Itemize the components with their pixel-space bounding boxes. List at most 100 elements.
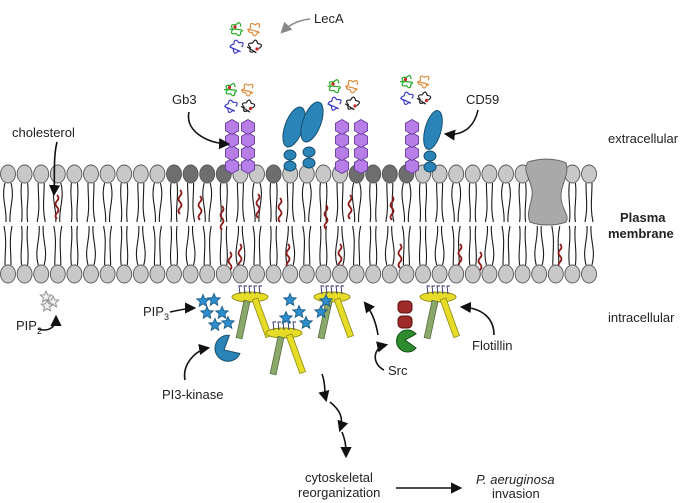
gb3-sugar-hexagon bbox=[241, 157, 255, 175]
lectin-binding-site bbox=[233, 25, 237, 29]
lipid-tail bbox=[142, 225, 146, 266]
pip3-star-icon bbox=[220, 315, 236, 330]
lectin-tetramer-icon bbox=[400, 74, 432, 106]
lipid-tail bbox=[191, 225, 196, 266]
cholesterol-squiggle bbox=[389, 195, 395, 221]
lipid-head bbox=[365, 164, 382, 184]
lipid-head bbox=[16, 264, 33, 284]
flotillin-icon bbox=[419, 285, 461, 340]
arrow-cascade-3 bbox=[340, 431, 352, 459]
pip3-star-icon bbox=[195, 293, 211, 308]
lipid-head bbox=[83, 164, 99, 184]
cytoskeletal-label-line1: cytoskeletal bbox=[305, 470, 373, 485]
lipid-tail bbox=[9, 182, 13, 223]
lipid-tail bbox=[126, 225, 129, 266]
gb3-sugar-hexagon bbox=[354, 131, 368, 149]
lipid-tail bbox=[292, 182, 295, 223]
flotillin-anchor bbox=[243, 285, 247, 295]
lipid-tail bbox=[341, 225, 345, 266]
lectin-loop bbox=[344, 79, 359, 94]
lipid-head bbox=[481, 164, 498, 184]
pip2-label: PIP2 bbox=[16, 318, 42, 336]
flotillin-anchor bbox=[325, 285, 329, 295]
lectin-loop bbox=[344, 96, 360, 111]
lipid-tail bbox=[391, 225, 395, 266]
leca-lectins bbox=[224, 22, 432, 114]
pip3-star-icon bbox=[214, 305, 230, 320]
pathogen-label-line2: invasion bbox=[492, 486, 540, 501]
lipid-tail bbox=[491, 182, 494, 223]
flotillin-stalk-yellow bbox=[439, 297, 461, 339]
lipid-tail bbox=[269, 182, 272, 223]
lipid-tail bbox=[53, 225, 56, 266]
flotillin-complexes bbox=[231, 285, 461, 376]
lipid-tail bbox=[43, 182, 46, 223]
lipid-tail bbox=[401, 182, 406, 223]
lipid-tail bbox=[441, 182, 445, 223]
lipid-tail bbox=[375, 225, 378, 266]
lipid-heads bbox=[0, 164, 597, 284]
pi3-kinase-pacman-icon bbox=[214, 334, 241, 362]
pip3-star-icon bbox=[278, 310, 294, 325]
lipid-tail bbox=[3, 182, 7, 223]
arrow-cascade-2 bbox=[329, 401, 349, 433]
lipid-tail bbox=[109, 225, 113, 266]
lipid-tail bbox=[435, 182, 438, 223]
lipid-tail bbox=[451, 225, 455, 266]
lipid-tail bbox=[341, 182, 345, 223]
lipid-tail bbox=[185, 225, 190, 266]
lipid-tail bbox=[408, 225, 411, 266]
lipid-head bbox=[132, 264, 149, 284]
lectin-loop bbox=[327, 79, 342, 94]
lipid-tail bbox=[102, 182, 107, 223]
lipid-tail bbox=[457, 182, 462, 223]
lipid-tail bbox=[291, 225, 296, 266]
arrows bbox=[37, 18, 495, 494]
plasma-membrane-label-line2: membrane bbox=[608, 226, 674, 241]
lipid-head bbox=[381, 164, 398, 184]
lipid-tail bbox=[36, 182, 40, 223]
lipid-head bbox=[381, 264, 398, 284]
lipid-tail bbox=[108, 182, 113, 223]
lipid-tail bbox=[252, 225, 256, 266]
lipid-tail bbox=[36, 225, 40, 266]
lipid-tail bbox=[92, 182, 96, 223]
lipid-tail bbox=[136, 182, 139, 223]
flotillin-anchor bbox=[441, 285, 445, 295]
gb3-sugar-hexagon bbox=[354, 144, 368, 162]
flotillin-stalk-green bbox=[423, 299, 439, 340]
flotillin-stalk-yellow bbox=[285, 333, 307, 375]
arrow-gb3 bbox=[187, 111, 231, 150]
cholesterol-squiggle bbox=[557, 243, 563, 269]
flotillin-icon bbox=[265, 321, 307, 376]
gb3-label: Gb3 bbox=[172, 92, 197, 107]
lipid-tail bbox=[584, 225, 588, 266]
lectin-tetramer-icon bbox=[224, 82, 256, 114]
flotillin-stalk-green bbox=[269, 335, 285, 376]
lipid-tail bbox=[202, 225, 206, 266]
lipid-tail bbox=[418, 182, 422, 223]
cholesterol-squiggle bbox=[219, 205, 225, 231]
lipid-tail bbox=[507, 225, 511, 266]
flotillin-anchor bbox=[320, 285, 324, 295]
gb3-sugar-hexagon bbox=[241, 131, 255, 149]
lipid-tail bbox=[352, 225, 355, 266]
lipid-tail bbox=[275, 225, 278, 266]
lipid-tail bbox=[302, 225, 305, 266]
lipid-tail bbox=[158, 182, 163, 223]
pip3-star-icon bbox=[282, 292, 298, 307]
lipid-tail bbox=[219, 182, 222, 223]
lipid-tail bbox=[9, 225, 13, 266]
gb3-sugar-hexagon bbox=[225, 118, 239, 136]
lipid-tail bbox=[225, 182, 228, 223]
lipid-tail bbox=[518, 182, 521, 223]
gb3-sugar-hexagon bbox=[225, 144, 239, 162]
pathogen-label-line1: P. aeruginosa bbox=[476, 472, 555, 487]
lipid-tail bbox=[152, 182, 157, 223]
flotillin-anchor bbox=[253, 285, 257, 295]
lipid-tail bbox=[369, 225, 372, 266]
pip3-star-icon bbox=[207, 317, 223, 332]
lipid-head bbox=[33, 264, 50, 284]
flotillin-label: Flotillin bbox=[472, 338, 512, 353]
lipid-tail bbox=[70, 182, 73, 223]
